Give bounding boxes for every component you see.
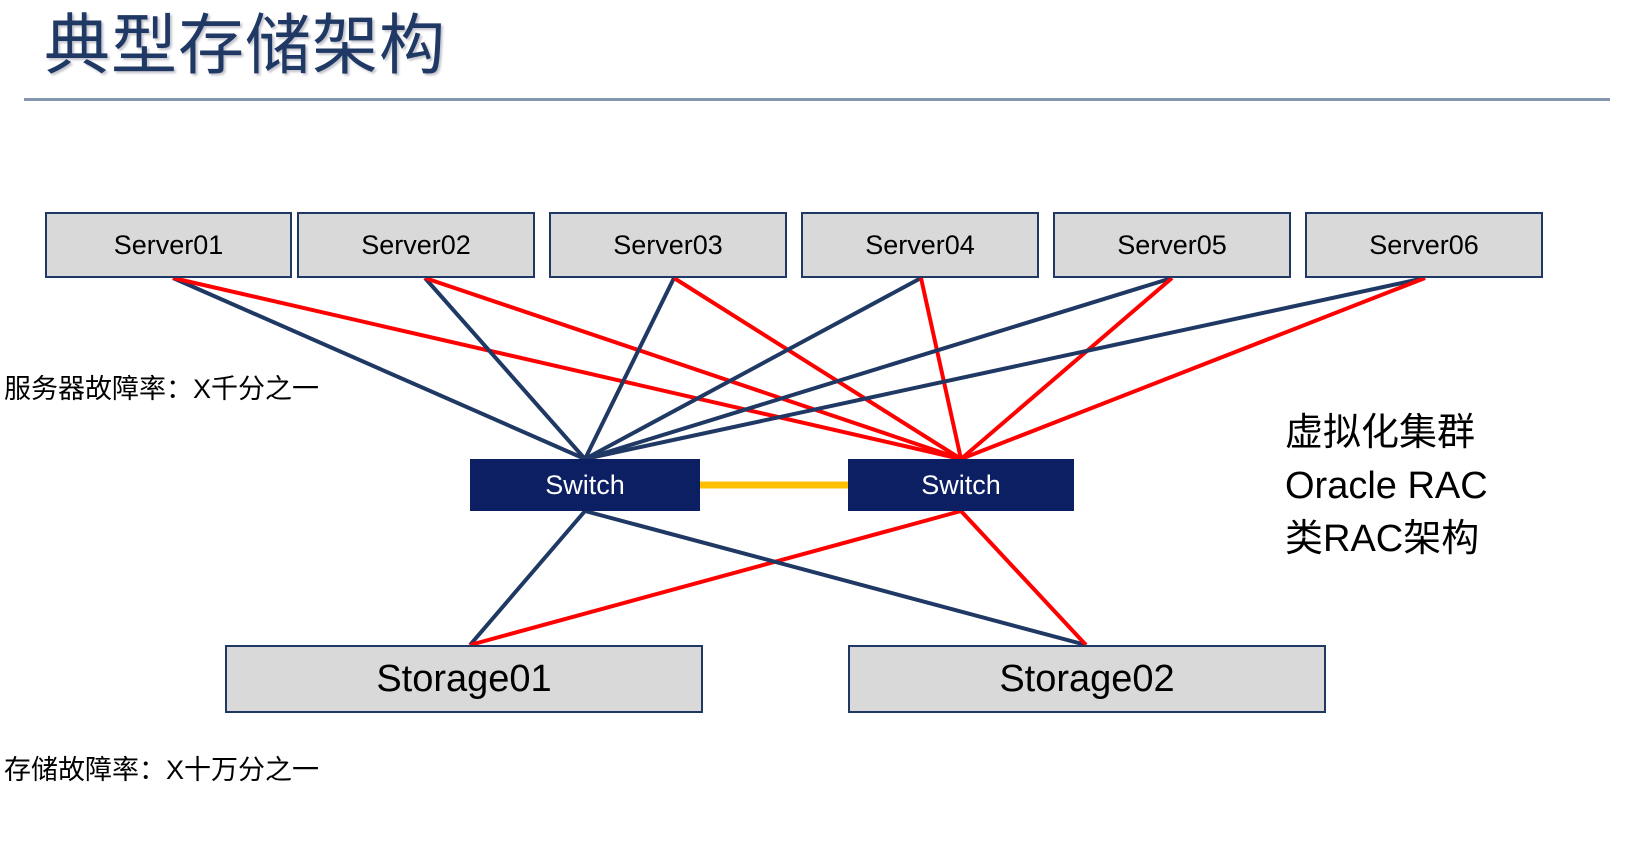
cluster-note-line-2: Oracle RAC: [1285, 465, 1488, 507]
link-server2-to-switch-right: [424, 276, 962, 461]
link-switch-right-to-storage1: [469, 509, 962, 647]
storage-node-02[interactable]: Storage02: [848, 645, 1326, 713]
link-server1-to-switch-left: [172, 276, 586, 461]
storage-node-01[interactable]: Storage01: [225, 645, 703, 713]
link-server3-to-switch-left: [583, 277, 676, 460]
server-node-02[interactable]: Server02: [297, 212, 535, 278]
link-server5-to-switch-left: [584, 276, 1173, 461]
storage-node-label: Storage01: [376, 657, 552, 700]
link-server6-to-switch-left: [584, 276, 1426, 461]
server-node-label: Server06: [1369, 229, 1479, 260]
switch-node-label: Switch: [545, 469, 625, 500]
storage-failure-rate-label: 存储故障率：X十万分之一: [4, 755, 320, 785]
link-switch-left-to-storage2: [584, 509, 1087, 647]
switch-node-label: Switch: [921, 469, 1001, 500]
server-node-label: Server05: [1117, 229, 1227, 260]
link-switch-left-to-storage1: [468, 509, 587, 647]
storage-node-label: Storage02: [999, 657, 1175, 700]
page-title: 典型存储架构: [44, 8, 446, 82]
server-node-label: Server01: [113, 229, 224, 260]
server-node-03[interactable]: Server03: [549, 212, 787, 278]
cluster-note-line-1: 虚拟化集群: [1285, 412, 1476, 454]
server-node-05[interactable]: Server05: [1053, 212, 1291, 278]
switch-node-right[interactable]: Switch: [848, 459, 1074, 511]
server-node-01[interactable]: Server01: [45, 212, 292, 278]
link-server5-to-switch-right: [959, 276, 1174, 461]
link-server4-to-switch-right: [919, 277, 963, 460]
link-server3-to-switch-right: [672, 276, 963, 461]
link-server2-to-switch-left: [423, 276, 587, 461]
server-node-04[interactable]: Server04: [801, 212, 1039, 278]
server-node-label: Server02: [361, 229, 471, 260]
link-server4-to-switch-left: [584, 276, 922, 461]
switch-node-left[interactable]: Switch: [470, 459, 700, 511]
server-node-06[interactable]: Server06: [1305, 212, 1543, 278]
server-node-label: Server03: [613, 229, 723, 260]
cluster-note-line-3: 类RAC架构: [1285, 518, 1480, 560]
cluster-note: 虚拟化集群 Oracle RAC 类RAC架构: [1285, 407, 1488, 566]
title-divider: [24, 98, 1610, 101]
server-node-label: Server04: [865, 229, 975, 260]
link-server1-to-switch-right: [172, 276, 962, 461]
link-switch-right-to-storage2: [959, 509, 1088, 647]
link-server6-to-switch-right: [960, 276, 1426, 461]
server-failure-rate-label: 服务器故障率：X千分之一: [4, 374, 320, 404]
